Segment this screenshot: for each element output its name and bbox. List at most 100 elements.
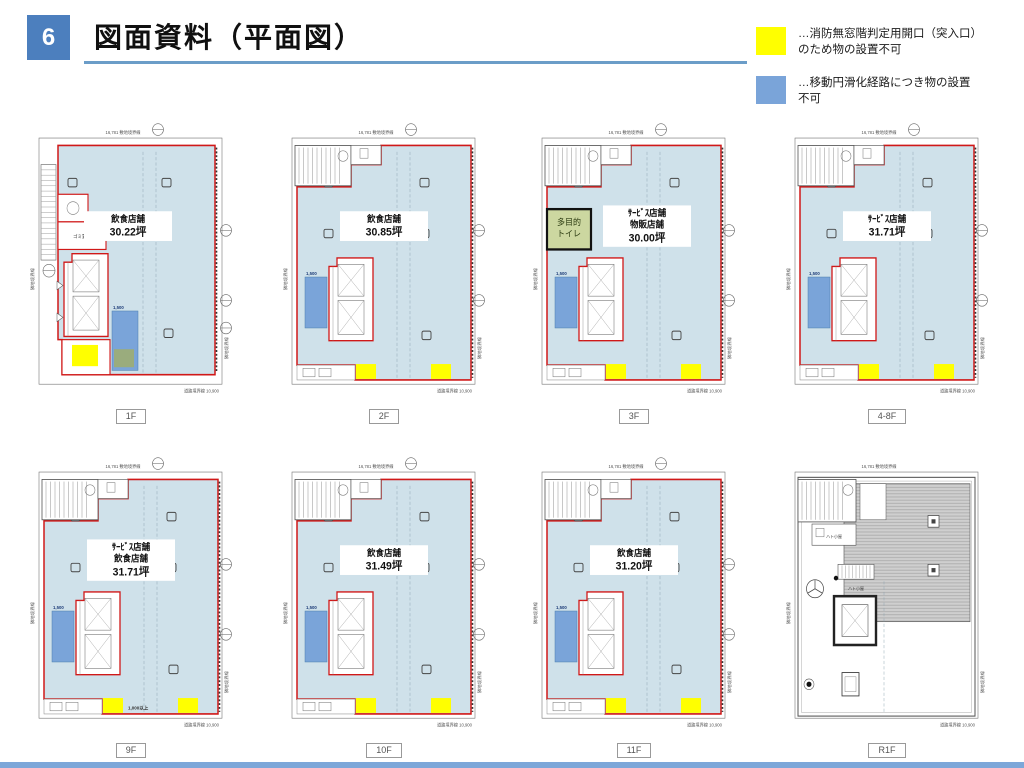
svg-text:隣地境界線: 隣地境界線 <box>979 670 986 693</box>
svg-text:隣地境界線: 隣地境界線 <box>476 670 483 693</box>
svg-text:道路境界線 10,900: 道路境界線 10,900 <box>940 722 976 729</box>
bottom-accent-bar <box>0 762 1024 768</box>
balcony <box>546 698 606 715</box>
svg-text:ｻｰﾋﾞｽ店舗: ｻｰﾋﾞｽ店舗 <box>112 541 150 552</box>
stairs <box>797 479 857 523</box>
garbage-room: ゴミ置場 <box>57 221 107 251</box>
svg-text:飲食店舗: 飲食店舗 <box>110 213 145 224</box>
stairs <box>294 479 352 521</box>
svg-text:道路境界線 10,900: 道路境界線 10,900 <box>184 722 220 729</box>
legend-swatch-blue <box>756 76 786 105</box>
stairs <box>544 145 602 187</box>
stairs <box>544 479 602 521</box>
roof-hut: ハト小屋 <box>811 523 857 546</box>
legend-text-fire-opening: …消防無窓階判定用開口（突入口） のため物の設置不可 <box>798 27 1012 58</box>
stairs <box>797 145 855 187</box>
fire-opening-area <box>606 698 626 713</box>
column <box>161 177 172 188</box>
svg-text:隣地境界線: 隣地境界線 <box>476 336 483 359</box>
svg-text:31.71坪: 31.71坪 <box>113 565 150 578</box>
floor-label-wrap: 10F <box>281 740 487 758</box>
svg-text:ハト小屋: ハト小屋 <box>826 533 842 539</box>
column <box>669 511 680 522</box>
svg-text:16,781 敷地境界線: 16,781 敷地境界線 <box>608 463 644 470</box>
column <box>70 562 81 573</box>
svg-text:16,781 敷地境界線: 16,781 敷地境界線 <box>105 463 141 470</box>
svg-text:隣地境界線: 隣地境界線 <box>726 670 733 693</box>
column <box>67 177 78 188</box>
svg-text:多目的: 多目的 <box>557 217 581 227</box>
floor-label: 2F <box>368 409 400 424</box>
svg-text:飲食店舗: 飲食店舗 <box>366 213 401 224</box>
svg-text:16,781 敷地境界線: 16,781 敷地境界線 <box>358 129 394 136</box>
svg-text:隣地境界線: 隣地境界線 <box>282 267 289 290</box>
legend-swatch-yellow <box>756 27 786 55</box>
svg-text:1,000以上: 1,000以上 <box>128 705 149 712</box>
svg-text:30.22坪: 30.22坪 <box>110 225 147 238</box>
column <box>421 664 432 675</box>
fire-opening-area <box>72 344 98 367</box>
svg-text:隣地境界線: 隣地境界線 <box>223 336 230 359</box>
column <box>573 562 584 573</box>
barrier-free-restriction-area: 1,500 <box>554 271 578 329</box>
column <box>419 177 430 188</box>
column <box>168 664 179 675</box>
svg-text:隣地境界線: 隣地境界線 <box>785 267 792 290</box>
svg-text:隣地境界線: 隣地境界線 <box>223 670 230 693</box>
svg-text:飲食店舗: 飲食店舗 <box>366 547 401 558</box>
barrier-free-restriction-area: 1,500 <box>51 605 75 663</box>
svg-text:31.71坪: 31.71坪 <box>869 225 906 238</box>
svg-text:ｻｰﾋﾞｽ店舗: ｻｰﾋﾞｽ店舗 <box>868 213 906 224</box>
svg-text:16,781 敷地境界線: 16,781 敷地境界線 <box>861 463 897 470</box>
stairs <box>41 479 99 521</box>
svg-text:隣地境界線: 隣地境界線 <box>532 601 539 624</box>
column <box>419 511 430 522</box>
overlap-area <box>114 349 134 368</box>
external-stairs <box>40 164 57 261</box>
svg-text:道路境界線 10,900: 道路境界線 10,900 <box>687 388 723 395</box>
barrier-free-restriction-area: 1,500 <box>554 605 578 663</box>
fire-opening-area <box>934 364 954 379</box>
svg-text:16,781 敷地境界線: 16,781 敷地境界線 <box>105 129 141 136</box>
column <box>924 330 935 341</box>
legend-item-barrier-free-route: …移動円滑化経路につき物の設置 不可 <box>756 76 1012 107</box>
legend-text-line: 不可 <box>798 92 821 105</box>
svg-text:トイレ: トイレ <box>557 230 581 239</box>
balcony <box>799 364 859 381</box>
svg-text:隣地境界線: 隣地境界線 <box>29 267 36 290</box>
svg-text:隣地境界線: 隣地境界線 <box>282 601 289 624</box>
legend-text-line: …消防無窓階判定用開口（突入口） <box>798 28 982 40</box>
legend-text-barrier-free: …移動円滑化経路につき物の設置 不可 <box>798 76 1012 107</box>
svg-text:1,500: 1,500 <box>556 605 567 610</box>
svg-text:道路境界線 10,900: 道路境界線 10,900 <box>184 388 220 395</box>
fire-opening-area <box>681 698 701 713</box>
fire-opening-area <box>859 364 879 379</box>
column <box>163 328 174 338</box>
fire-opening-area <box>356 698 376 713</box>
floor-label: 10F <box>366 743 402 758</box>
barrier-free-restriction-area: 1,500 <box>304 271 328 329</box>
floor-label: 9F <box>115 743 147 758</box>
column <box>669 177 680 188</box>
elevator-core <box>63 253 109 338</box>
legend-text-line: …移動円滑化経路につき物の設置 <box>798 77 971 90</box>
barrier-free-restriction-area: 1,500 <box>807 271 831 329</box>
svg-text:16,781 敷地境界線: 16,781 敷地境界線 <box>861 129 897 136</box>
svg-text:16,781 敷地境界線: 16,781 敷地境界線 <box>608 129 644 136</box>
